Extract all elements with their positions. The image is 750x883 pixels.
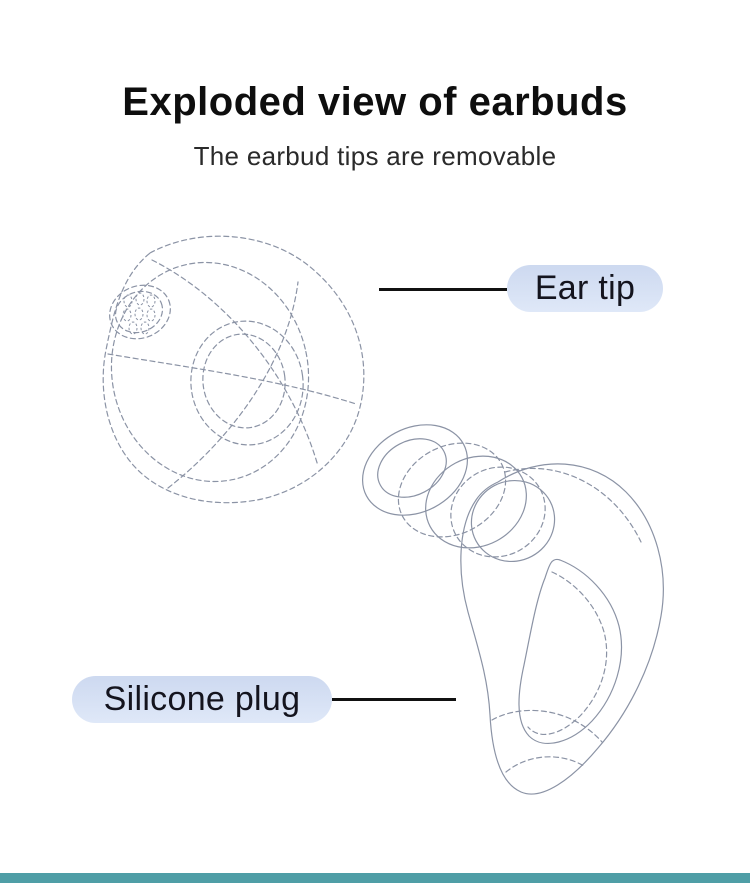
- silicone-plug-callout-line: [332, 698, 456, 701]
- earbud-body-sketch: [361, 424, 664, 795]
- silicone-plug-label: Silicone plug: [72, 676, 332, 723]
- ear-tip-label-text: Ear tip: [534, 269, 636, 307]
- ear-tip-sketch: [102, 235, 365, 504]
- page-subtitle: The earbud tips are removable: [193, 141, 557, 171]
- ear-tip-callout-line: [379, 288, 507, 291]
- ear-tip-label: Ear tip: [507, 265, 663, 312]
- bottom-accent-bar: [0, 873, 750, 883]
- silicone-plug-label-text: Silicone plug: [103, 680, 301, 718]
- page-title: Exploded view of earbuds: [122, 80, 628, 124]
